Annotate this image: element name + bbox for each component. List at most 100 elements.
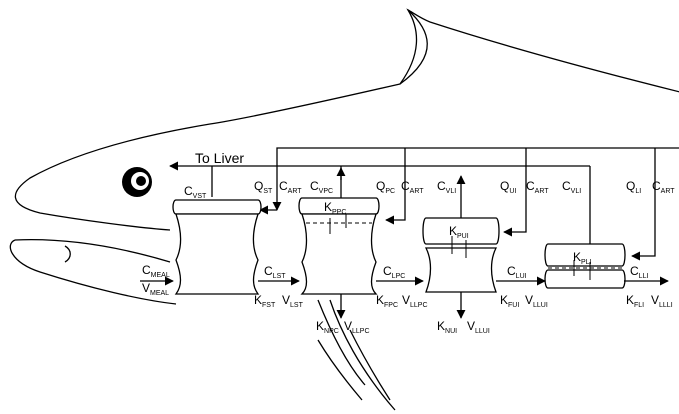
label-subscript: MEAL [150, 290, 169, 297]
label-symbol: C [401, 179, 410, 193]
compartment-stomach [173, 200, 261, 294]
label-symbol: K [324, 200, 332, 214]
label-subscript: VPC [319, 188, 333, 195]
excretion-flow [341, 292, 461, 318]
label-symbol: C [562, 179, 571, 193]
label-subscript: VLI [571, 188, 582, 195]
label-c-lpc: CLPC [383, 264, 405, 280]
label-symbol: K [254, 293, 262, 307]
label-symbol: C [310, 179, 319, 193]
label-subscript: PPC [332, 209, 346, 216]
label-subscript: PC [385, 188, 395, 195]
label-c-vst: CVST [184, 184, 207, 200]
label-symbol: Q [500, 179, 509, 193]
label-symbol: C [652, 179, 661, 193]
label-c-vpc: CVPC [310, 179, 333, 195]
label-subscript: PUI [457, 233, 469, 240]
label-subscript: LLLI [659, 302, 673, 309]
label-symbol: K [500, 293, 508, 307]
label-k-nui: KNUI [437, 319, 457, 335]
label-symbol: C [184, 184, 193, 198]
to-liver-label: To Liver [195, 150, 244, 166]
label-k-fpc: KFPC [376, 293, 398, 309]
compartment-lower-intestine [545, 244, 625, 288]
label-subscript: ST [263, 188, 273, 195]
label-symbol: C [383, 264, 392, 278]
label-subscript: LLPC [352, 328, 370, 335]
label-q-li: QLI [626, 179, 641, 195]
label-subscript: FLI [634, 302, 644, 309]
label-q-ui: QUI [500, 179, 516, 195]
label-symbol: V [651, 293, 659, 307]
label-c-vli: CVLI [437, 179, 456, 195]
label-subscript: PLI [581, 259, 592, 266]
label-v-llpc: VLLPC [402, 293, 428, 309]
compartment-upper-intestine [423, 218, 499, 292]
label-q-pc: QPC [376, 179, 395, 195]
label-subscript: ART [410, 188, 425, 195]
label-k-fui: KFUI [500, 293, 519, 309]
label-subscript: UI [509, 188, 516, 195]
label-subscript: LI [635, 188, 641, 195]
label-subscript: VLI [446, 188, 457, 195]
label-k-fli: KFLI [626, 293, 644, 309]
label-symbol: V [282, 293, 290, 307]
label-symbol: K [437, 319, 445, 333]
label-symbol: V [467, 319, 475, 333]
label-v-lst: VLST [282, 293, 304, 309]
label-subscript: ART [535, 188, 550, 195]
label-symbol: K [376, 293, 384, 307]
label-symbol: V [142, 281, 150, 295]
label-symbol: Q [254, 179, 263, 193]
label-v-llpc2: VLLPC [344, 319, 370, 335]
label-symbol: Q [626, 179, 635, 193]
label-subscript: LLUI [533, 302, 548, 309]
label-c-art-pc: CART [401, 179, 424, 195]
label-v-llui: VLLUI [525, 293, 548, 309]
label-subscript: LLPC [410, 302, 428, 309]
label-symbol: C [630, 264, 639, 278]
label-c-lui: CLUI [507, 264, 527, 280]
label-c-art-ui: CART [526, 179, 549, 195]
label-c-vli2: CVLI [562, 179, 581, 195]
label-subscript: ART [661, 188, 676, 195]
label-symbol: K [626, 293, 634, 307]
label-subscript: ART [288, 188, 303, 195]
label-subscript: LST [290, 302, 304, 309]
label-symbol: C [279, 179, 288, 193]
label-v-llli: VLLLI [651, 293, 673, 309]
label-subscript: NPC [324, 328, 339, 335]
label-subscript: LPC [392, 273, 406, 280]
label-symbol: C [526, 179, 535, 193]
label-subscript: LST [273, 273, 287, 280]
label-c-lst: CLST [264, 264, 286, 280]
label-c-lli: CLLI [630, 264, 648, 280]
label-subscript: FPC [384, 302, 398, 309]
label-symbol: K [316, 319, 324, 333]
label-q-st: QST [254, 179, 273, 195]
label-k-fst: KFST [254, 293, 276, 309]
label-symbol: V [402, 293, 410, 307]
label-subscript: FUI [508, 302, 519, 309]
eye-icon [122, 167, 152, 197]
label-subscript: LLUI [475, 328, 490, 335]
label-v-meal: VMEAL [142, 281, 169, 297]
label-c-art-li: CART [652, 179, 675, 195]
label-symbol: C [264, 264, 273, 278]
label-symbol: K [449, 224, 457, 238]
label-subscript: MEAL [151, 272, 170, 279]
label-symbol: Q [376, 179, 385, 193]
label-symbol: C [507, 264, 516, 278]
label-symbol: C [437, 179, 446, 193]
label-subscript: VST [193, 193, 207, 200]
label-symbol: V [344, 319, 352, 333]
label-c-art-st: CART [279, 179, 302, 195]
label-subscript: NUI [445, 328, 457, 335]
label-subscript: LUI [516, 273, 527, 280]
label-symbol: K [573, 250, 581, 264]
label-v-llui2: VLLUI [467, 319, 490, 335]
label-c-meal: CMEAL [142, 263, 170, 279]
label-subscript: LLI [639, 273, 649, 280]
